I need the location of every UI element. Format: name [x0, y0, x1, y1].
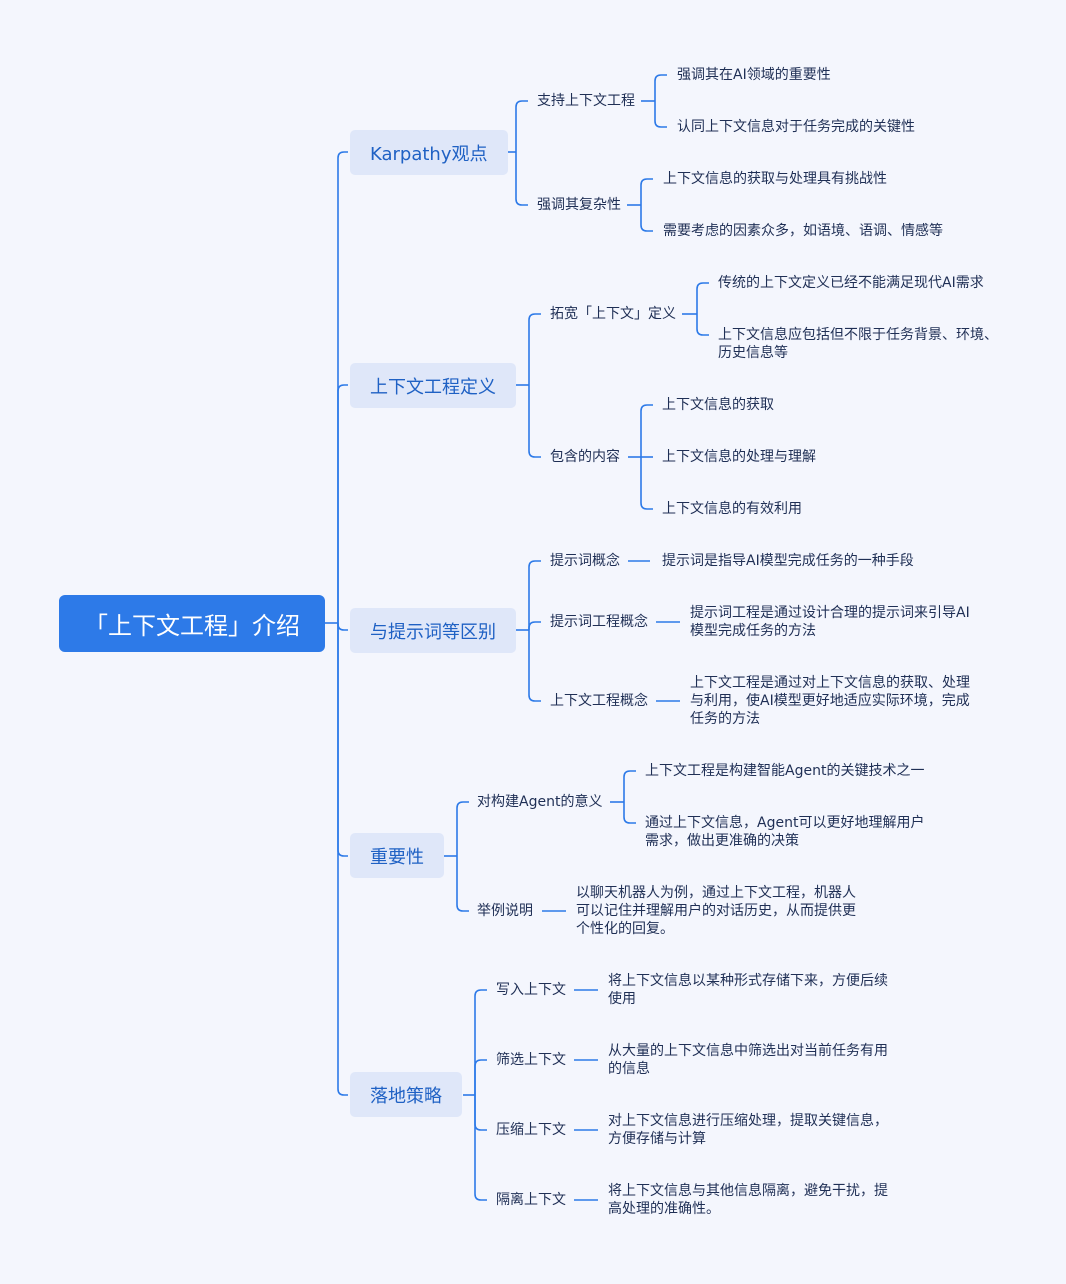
branch3-connector-stub — [456, 856, 469, 912]
sub1-0-connector-stub — [696, 282, 709, 314]
leaf-node[interactable]: 上下文信息应包括但不限于任务背景、环境、历史信息等 — [718, 327, 998, 361]
leaf-node[interactable]: 上下文信息的获取 — [662, 397, 774, 413]
sub-node[interactable]: 包含的内容 — [550, 449, 620, 465]
root-connector-stub — [337, 384, 348, 623]
root-connector-stub — [337, 623, 348, 631]
root-connector-stub — [337, 151, 348, 623]
branch4-connector-stub — [474, 1095, 487, 1131]
branch-karpathy[interactable]: Karpathy观点 — [350, 130, 508, 175]
branch-definition[interactable]: 上下文工程定义 — [350, 363, 516, 408]
branch-label: 重要性 — [370, 846, 424, 868]
branch4-connector-stub — [474, 1095, 487, 1201]
branch2-connector-stub — [528, 621, 541, 630]
sub-node[interactable]: 上下文工程概念 — [550, 693, 648, 709]
branch0-connector-stub — [515, 100, 528, 152]
sub-node[interactable]: 压缩上下文 — [496, 1122, 566, 1138]
sub-node[interactable]: 提示词概念 — [550, 553, 620, 569]
branch0-connector-stub — [515, 152, 528, 206]
sub0-0-connector-stub — [654, 101, 667, 128]
leaf-node[interactable]: 对上下文信息进行压缩处理，提取关键信息，方便存储与计算 — [608, 1113, 888, 1147]
branch-strategy[interactable]: 落地策略 — [350, 1072, 462, 1117]
sub0-1-connector-stub — [640, 178, 653, 205]
leaf-node[interactable]: 以聊天机器人为例，通过上下文工程，机器人可以记住并理解用户的对话历史，从而提供更… — [576, 885, 856, 937]
sub-node[interactable]: 强调其复杂性 — [537, 197, 621, 213]
leaf-node[interactable]: 将上下文信息以某种形式存储下来，方便后续使用 — [608, 973, 888, 1007]
sub-node[interactable]: 支持上下文工程 — [537, 93, 635, 109]
branch-label: 与提示词等区别 — [370, 621, 496, 643]
sub0-1-connector-stub — [640, 205, 653, 232]
branch2-connector-stub — [528, 630, 541, 702]
sub-node[interactable]: 拓宽「上下文」定义 — [550, 306, 676, 322]
leaf-node[interactable]: 上下文信息的有效利用 — [662, 501, 802, 517]
branch4-connector-stub — [474, 989, 487, 1095]
leaf-node[interactable]: 上下文信息的处理与理解 — [662, 449, 816, 465]
leaf-node[interactable]: 从大量的上下文信息中筛选出对当前任务有用的信息 — [608, 1043, 888, 1077]
branch1-connector-stub — [528, 385, 541, 458]
branch4-connector-stub — [474, 1059, 487, 1095]
root-node[interactable]: 「上下文工程」介绍 — [59, 595, 325, 652]
sub1-1-connector-stub — [640, 404, 653, 457]
sub3-0-connector-stub — [623, 770, 636, 802]
sub1-1-connector-stub — [640, 457, 653, 510]
branch-label: 落地策略 — [370, 1085, 442, 1107]
leaf-node[interactable]: 通过上下文信息，Agent可以更好地理解用户需求，做出更准确的决策 — [645, 815, 925, 849]
root-connector-stub — [337, 623, 348, 1096]
sub1-0-connector-stub — [696, 314, 709, 336]
root-title: 「上下文工程」介绍 — [84, 612, 300, 640]
branch-label: 上下文工程定义 — [370, 376, 496, 398]
root-connector-stub — [337, 623, 348, 857]
branch-label: Karpathy观点 — [370, 143, 488, 165]
leaf-node[interactable]: 需要考虑的因素众多，如语境、语调、情感等 — [663, 223, 943, 239]
leaf-node[interactable]: 上下文工程是通过对上下文信息的获取、处理与利用，使AI模型更好地适应实际环境，完… — [690, 675, 970, 727]
sub3-0-connector-stub — [623, 802, 636, 824]
branch3-connector-stub — [456, 801, 469, 856]
sub0-0-connector-stub — [654, 74, 667, 101]
branch1-connector-stub — [528, 313, 541, 385]
sub-node[interactable]: 写入上下文 — [496, 982, 566, 998]
sub-node[interactable]: 对构建Agent的意义 — [477, 794, 603, 810]
leaf-node[interactable]: 强调其在AI领域的重要性 — [677, 67, 831, 83]
branch-difference[interactable]: 与提示词等区别 — [350, 608, 516, 653]
sub-node[interactable]: 隔离上下文 — [496, 1192, 566, 1208]
leaf-node[interactable]: 传统的上下文定义已经不能满足现代AI需求 — [718, 275, 984, 291]
leaf-node[interactable]: 认同上下文信息对于任务完成的关键性 — [677, 119, 915, 135]
sub-node[interactable]: 筛选上下文 — [496, 1052, 566, 1068]
branch-importance[interactable]: 重要性 — [350, 833, 444, 878]
leaf-node[interactable]: 提示词是指导AI模型完成任务的一种手段 — [662, 553, 914, 569]
sub-node[interactable]: 提示词工程概念 — [550, 614, 648, 630]
leaf-node[interactable]: 上下文信息的获取与处理具有挑战性 — [663, 171, 887, 187]
sub-node[interactable]: 举例说明 — [477, 903, 533, 919]
leaf-node[interactable]: 上下文工程是构建智能Agent的关键技术之一 — [645, 763, 925, 779]
leaf-node[interactable]: 将上下文信息与其他信息隔离，避免干扰，提高处理的准确性。 — [608, 1183, 888, 1217]
branch2-connector-stub — [528, 560, 541, 630]
